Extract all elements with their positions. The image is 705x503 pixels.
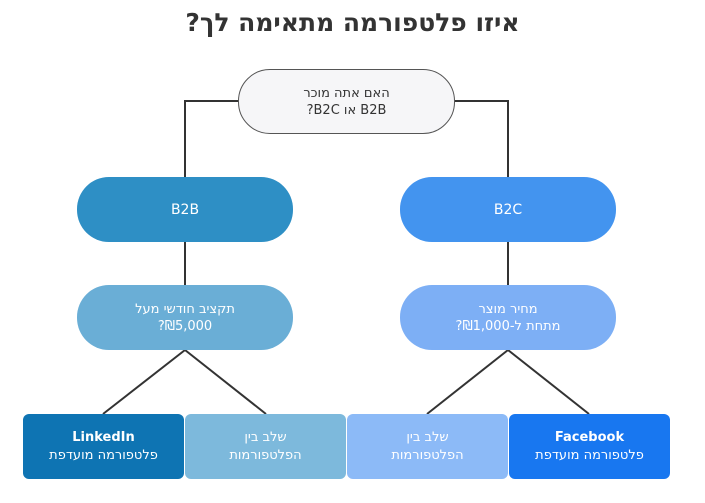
leaf-linkedin: LinkedIn פלטפורמה מועדפת <box>23 414 184 479</box>
leaf-facebook-sub: פלטפורמה מועדפת <box>535 447 644 463</box>
leaf-mixed-right-name: שלב בין <box>406 429 449 445</box>
price-question-line1: מחיר מוצר <box>478 301 538 317</box>
leaf-facebook: Facebook פלטפורמה מועדפת <box>509 414 670 479</box>
connector-budget-to-linkedin <box>102 349 186 415</box>
leaf-mixed-right-sub: הפלטפורמות <box>391 447 464 463</box>
connector-price-to-facebook <box>507 349 590 415</box>
b2b-label: B2B <box>170 201 200 218</box>
b2b-node: B2B <box>77 177 293 242</box>
root-question-line2: B2B או B2C? <box>306 102 387 118</box>
budget-question-node: תקציב חודשי מעל ₪5,000? <box>77 285 293 350</box>
b2c-label: B2C <box>493 201 523 218</box>
diagram-title: איזו פלטפורמה מתאימה לך? <box>185 8 520 37</box>
leaf-linkedin-sub: פלטפורמה מועדפת <box>49 447 158 463</box>
price-question-line2: מתחת ל-₪1,000? <box>455 318 561 334</box>
b2c-node: B2C <box>400 177 616 242</box>
root-question-line1: האם אתה מוכר <box>303 85 390 101</box>
leaf-mixed-left-sub: הפלטפורמות <box>229 447 302 463</box>
connector-root-to-b2b <box>184 100 238 177</box>
budget-question-line1: תקציב חודשי מעל <box>135 301 235 317</box>
connector-budget-to-mixed-left <box>184 349 267 415</box>
leaf-facebook-name: Facebook <box>554 429 625 445</box>
connector-price-to-mixed-right <box>426 349 509 415</box>
budget-question-line2: ₪5,000? <box>157 318 213 334</box>
leaf-mixed-right: שלב בין הפלטפורמות <box>347 414 508 479</box>
price-question-node: מחיר מוצר מתחת ל-₪1,000? <box>400 285 616 350</box>
connector-root-to-b2c <box>455 100 509 177</box>
leaf-mixed-left: שלב בין הפלטפורמות <box>185 414 346 479</box>
root-question-node: האם אתה מוכר B2B או B2C? <box>238 69 455 134</box>
leaf-linkedin-name: LinkedIn <box>72 429 135 445</box>
leaf-mixed-left-name: שלב בין <box>244 429 287 445</box>
